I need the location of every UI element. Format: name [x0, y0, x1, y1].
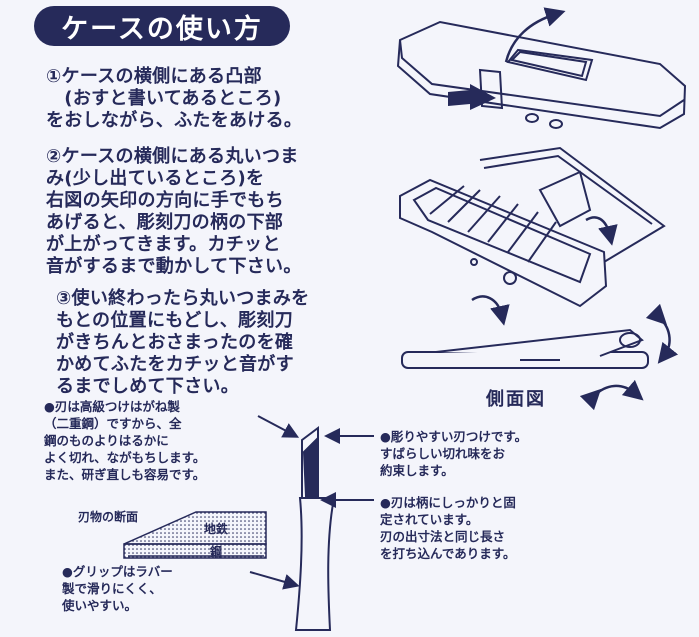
step-1: ①ケースの横側にある凸部 (おすと書いてあるところ) をおしながら、ふたをあける…	[46, 66, 302, 132]
step-3-line: ③使い終わったら丸いつまみを	[56, 288, 310, 309]
open-case-icon	[399, 146, 666, 308]
cross-section-diagram	[123, 511, 267, 559]
leader-lines	[249, 415, 374, 590]
step-2-line: 音がするまで動かして下さい。	[46, 256, 302, 277]
step-2-line: が上がってきます。カチッと	[46, 234, 281, 255]
note-line: 鋼のものよりはるかに	[44, 433, 169, 448]
note-line: ●グリップはラバー	[62, 564, 173, 579]
note-line: 刃の出寸法と同じ長さ	[380, 529, 506, 544]
step-1-line: (おすと書いてあるところ)	[46, 88, 282, 109]
note-line: 製で滑りにくく、	[62, 581, 162, 596]
note-line: ●刃は柄にしっかりと固	[380, 495, 516, 510]
swing-arrow-icon	[579, 379, 644, 411]
note-line: よく切れ、ながもちします。	[44, 450, 206, 465]
note-sharp-edge: ●彫りやすい刃つけです。 すばらしい切れ味をお 約束します。	[380, 428, 527, 479]
rotate-arrow-icon	[645, 303, 679, 364]
page-title: ケースの使い方	[34, 6, 290, 46]
side-view-caption: 側面図	[486, 389, 546, 410]
note-grip: ●グリップはラバー 製で滑りにくく、 使いやすい。	[62, 563, 173, 614]
chisel-icon	[294, 426, 336, 631]
step-3-line: がきちんとおさまったのを確	[56, 332, 294, 353]
step-2-line: あげると、彫刻刀の柄の下部	[46, 212, 284, 233]
closed-case-icon	[396, 20, 687, 130]
note-line: また、研ぎ直しも容易です。	[44, 467, 206, 482]
step-1-line: ①ケースの横側にある凸部	[46, 66, 262, 87]
note-line: ●刃は高級つけはがね製	[44, 399, 180, 414]
note-fixed-blade: ●刃は柄にしっかりと固 定されています。 刃の出寸法と同じ長さ を打ち込んであり…	[380, 494, 516, 562]
note-line: （二重鋼）ですから、全	[44, 416, 182, 431]
step-2-line: ②ケースの横側にある丸いつま	[46, 146, 299, 167]
note-line: ●彫りやすい刃つけです。	[380, 429, 528, 444]
step-2-line: 右図の矢印の方向に手でもち	[46, 190, 284, 211]
note-line: 定されています。	[380, 512, 479, 527]
note-line: すばらしい切れ味をお	[380, 446, 506, 461]
note-blade-steel: ●刃は高級つけはがね製 （二重鋼）ですから、全 鋼のものよりはるかに よく切れ、…	[44, 398, 205, 483]
cross-section-title: 刃物の断面	[78, 510, 139, 524]
note-line: 使いやすい。	[62, 598, 138, 613]
note-line: を打ち込んであります。	[380, 546, 516, 561]
knob-arrow-icon	[585, 216, 618, 246]
note-line: 約束します。	[380, 463, 454, 478]
lift-arrow-icon	[471, 295, 510, 326]
step-2: ②ケースの横側にある丸いつま み(少し出ているところ)を 右図の矢印の方向に手で…	[46, 146, 302, 278]
step-3-line: かめてふたをカチッと音がす	[56, 354, 294, 375]
press-arrow-icon	[448, 84, 496, 110]
step-3-line: るまでしめて下さい。	[56, 376, 239, 397]
step-2-line: み(少し出ているところ)を	[46, 168, 265, 189]
step-1-line: をおしながら、ふたをあける。	[46, 110, 303, 131]
open-lid-arrow-icon	[504, 7, 566, 63]
side-view-icon	[401, 328, 649, 369]
step-3: ③使い終わったら丸いつまみを もとの位置にもどし、彫刻刀 がきちんとおさまったの…	[56, 288, 309, 398]
step-3-line: もとの位置にもどし、彫刻刀	[56, 310, 293, 331]
